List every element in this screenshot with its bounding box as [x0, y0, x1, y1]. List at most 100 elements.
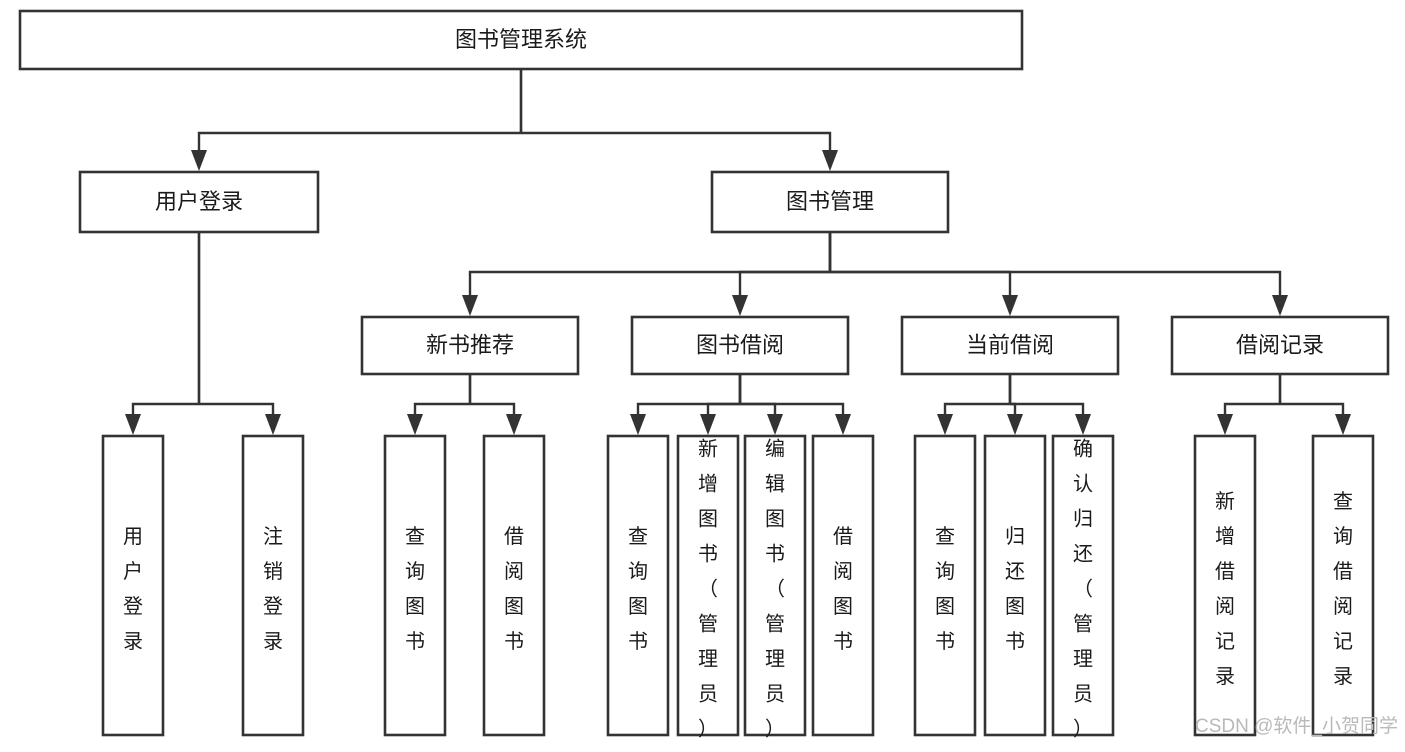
node-box[interactable] — [241, 434, 305, 737]
connector-user-login-to-leaf-user-login — [125, 232, 201, 435]
node-box[interactable] — [360, 315, 580, 376]
arrow-head-icon — [506, 414, 522, 435]
connector-branch — [521, 131, 832, 160]
connector-new-book-rec-to-leaf-rec-query — [407, 374, 472, 435]
arrow-head-icon — [937, 414, 953, 435]
node-leaf-cur-query[interactable]: 查询图书 — [913, 434, 977, 737]
connector-root-to-user-login — [191, 69, 523, 171]
arrow-head-icon — [1217, 414, 1233, 435]
arrow-head-icon — [767, 414, 783, 435]
node-leaf-rec-borrow[interactable]: 借阅图书 — [482, 434, 546, 737]
node-box[interactable] — [18, 9, 1024, 71]
connector-branch — [1223, 402, 1280, 424]
node-label: 图书借阅 — [696, 332, 784, 357]
arrow-head-icon — [732, 295, 748, 316]
arrow-head-icon — [822, 150, 838, 171]
arrow-head-icon — [407, 414, 423, 435]
connector-current-borrow-to-leaf-cur-query — [937, 374, 1012, 435]
node-leaf-user-login[interactable]: 用户登录 — [101, 434, 165, 737]
connector-book-manage-to-borrow-record — [828, 232, 1288, 316]
connector-borrow-record-to-leaf-rec-search — [1278, 374, 1351, 435]
node-box[interactable] — [913, 434, 977, 737]
node-label: 新增借阅记录 — [1215, 490, 1235, 688]
node-label: 注销登录 — [263, 525, 283, 653]
node-box[interactable] — [1170, 315, 1390, 376]
connectors-layer — [125, 69, 1351, 435]
node-label: 确认归还（管理员） — [1073, 437, 1093, 740]
node-book-borrow[interactable]: 图书借阅 — [630, 315, 850, 376]
connector-branch — [199, 402, 275, 424]
node-box[interactable] — [630, 315, 850, 376]
arrow-head-icon — [1335, 414, 1351, 435]
node-leaf-borrow-do[interactable]: 借阅图书 — [811, 434, 875, 737]
node-box[interactable] — [676, 434, 740, 737]
node-new-book-rec[interactable]: 新书推荐 — [360, 315, 580, 376]
node-label: 图书管理系统 — [455, 27, 587, 52]
node-root[interactable]: 图书管理系统 — [18, 9, 1024, 71]
node-leaf-rec-add[interactable]: 新增借阅记录 — [1193, 434, 1257, 737]
node-box[interactable] — [78, 170, 320, 234]
node-user-login[interactable]: 用户登录 — [78, 170, 320, 234]
arrow-head-icon — [700, 414, 716, 435]
node-box[interactable] — [482, 434, 546, 737]
node-book-manage[interactable]: 图书管理 — [710, 170, 950, 234]
connector-branch — [1280, 402, 1345, 424]
arrow-head-icon — [835, 414, 851, 435]
node-leaf-borrow-query[interactable]: 查询图书 — [606, 434, 670, 737]
connector-book-manage-to-current-borrow — [828, 232, 1018, 316]
connector-branch — [738, 270, 830, 305]
node-label: 查询借阅记录 — [1333, 490, 1353, 688]
arrow-head-icon — [462, 295, 478, 316]
node-leaf-cur-confirm[interactable]: 确认归还（管理员） — [1051, 434, 1115, 740]
arrow-head-icon — [1272, 295, 1288, 316]
node-borrow-record[interactable]: 借阅记录 — [1170, 315, 1390, 376]
node-box[interactable] — [1193, 434, 1257, 737]
arrow-head-icon — [125, 414, 141, 435]
node-leaf-borrow-edit[interactable]: 编辑图书（管理员） — [743, 434, 807, 740]
node-leaf-rec-search[interactable]: 查询借阅记录 — [1311, 434, 1375, 737]
node-label: 图书管理 — [786, 189, 874, 214]
node-box[interactable] — [383, 434, 447, 737]
node-label: 借阅图书 — [833, 525, 853, 653]
node-box[interactable] — [743, 434, 807, 737]
node-box[interactable] — [811, 434, 875, 737]
connector-branch — [830, 270, 1012, 305]
node-box[interactable] — [900, 315, 1120, 376]
node-box[interactable] — [101, 434, 165, 737]
node-box[interactable] — [1051, 434, 1115, 737]
node-label: 借阅图书 — [504, 525, 524, 653]
node-leaf-rec-query[interactable]: 查询图书 — [383, 434, 447, 737]
node-box[interactable] — [606, 434, 670, 737]
connector-book-borrow-to-leaf-borrow-do — [738, 374, 851, 435]
watermark-label: CSDN @软件_小贺同学 — [1195, 715, 1398, 737]
arrow-head-icon — [265, 414, 281, 435]
node-label: 查询图书 — [405, 525, 425, 653]
node-label: 用户登录 — [123, 526, 143, 653]
node-label: 当前借阅 — [966, 332, 1054, 357]
node-box[interactable] — [1311, 434, 1375, 737]
node-label: 查询图书 — [628, 525, 648, 653]
connector-new-book-rec-to-leaf-rec-borrow — [468, 374, 522, 435]
arrow-head-icon — [191, 150, 207, 171]
node-leaf-logout[interactable]: 注销登录 — [241, 434, 305, 737]
node-label: 查询图书 — [935, 525, 955, 653]
node-box[interactable] — [983, 434, 1047, 737]
arrow-head-icon — [1007, 414, 1023, 435]
connector-branch — [943, 402, 1010, 424]
node-label: 新书推荐 — [426, 332, 514, 357]
node-leaf-borrow-add[interactable]: 新增图书（管理员） — [676, 434, 740, 740]
connector-branch — [131, 402, 199, 424]
connector-branch — [468, 270, 830, 305]
arrow-head-icon — [1002, 295, 1018, 316]
connector-branch — [830, 270, 1282, 305]
node-current-borrow[interactable]: 当前借阅 — [900, 315, 1120, 376]
node-label: 新增图书（管理员） — [698, 437, 718, 740]
node-box[interactable] — [710, 170, 950, 234]
connector-branch — [740, 402, 845, 424]
node-leaf-cur-return[interactable]: 归还图书 — [983, 434, 1047, 737]
connector-branch — [636, 402, 740, 424]
nodes-layer: 图书管理系统用户登录图书管理新书推荐图书借阅当前借阅借阅记录用户登录注销登录查询… — [18, 9, 1390, 740]
connector-current-borrow-to-leaf-cur-confirm — [1008, 374, 1091, 435]
